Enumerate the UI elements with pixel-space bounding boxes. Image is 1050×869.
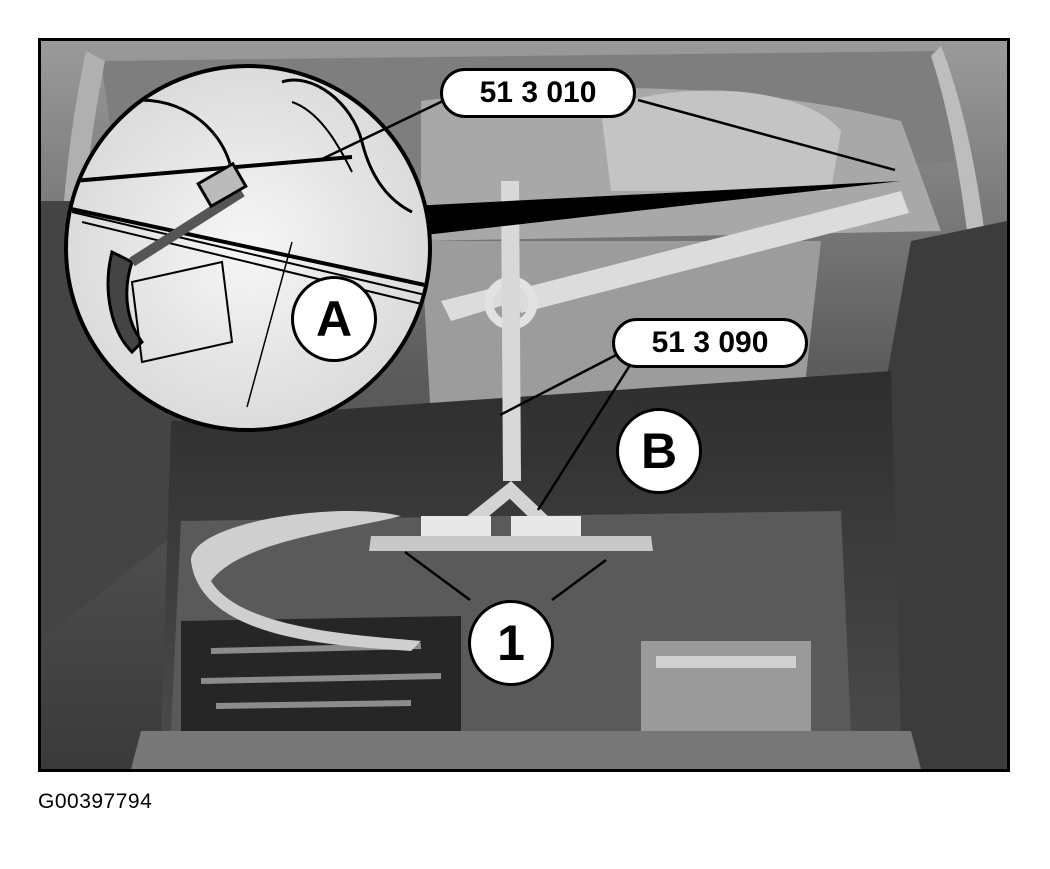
tool-label-513010: 51 3 010 bbox=[440, 68, 636, 118]
strap-upper-right bbox=[511, 191, 909, 313]
inset-rail-band bbox=[68, 205, 428, 289]
callout-a: A bbox=[291, 276, 377, 362]
inset-rail-top bbox=[68, 155, 353, 184]
inset-strap bbox=[129, 187, 245, 267]
tool-label-513090: 51 3 090 bbox=[612, 318, 808, 368]
inset-buckle bbox=[196, 161, 248, 209]
inset-hook bbox=[106, 249, 144, 355]
detail-inset bbox=[64, 64, 432, 432]
floor-bar bbox=[369, 536, 653, 551]
figure-id: G00397794 bbox=[38, 790, 153, 813]
bumper-edge bbox=[131, 731, 921, 769]
callout-1: 1 bbox=[468, 600, 554, 686]
inset-leader-a bbox=[246, 241, 293, 408]
callout-b: B bbox=[616, 408, 702, 494]
strap-loose-left bbox=[191, 511, 421, 651]
inset-panel bbox=[130, 260, 234, 364]
inset-pointer-wedge bbox=[411, 181, 901, 236]
battery-box bbox=[641, 641, 811, 736]
